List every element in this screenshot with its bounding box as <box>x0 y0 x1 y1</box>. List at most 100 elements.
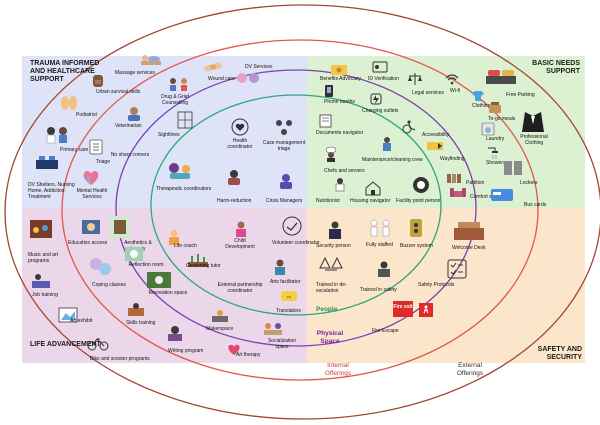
chef-icon <box>325 146 337 162</box>
life-coach-icon <box>169 229 179 245</box>
label-mental: Mental Health Services <box>76 188 108 200</box>
label-podiatrist: Podiatrist <box>76 112 97 118</box>
ring-label-people: People <box>316 306 338 313</box>
phone-booth-icon <box>325 85 333 97</box>
benefits-icon <box>331 65 347 75</box>
label-wayfinding: Wayfinding <box>440 156 465 162</box>
volunteer-icon <box>282 216 302 236</box>
label-sightlines: Sightlines <box>158 132 180 138</box>
label-massage: Massage services <box>115 70 156 76</box>
label-access: Accessibility <box>422 132 450 138</box>
nutrition-icon <box>335 178 345 192</box>
label-charging: Charging outlets <box>362 108 399 114</box>
suit-icon <box>522 112 544 132</box>
mental-health-icon <box>83 171 99 185</box>
massage-icon <box>141 55 161 65</box>
gardening-icon <box>188 254 208 267</box>
protocols-icon <box>447 259 467 279</box>
title-basic-needs: BASIC NEEDS SUPPORT <box>532 60 580 75</box>
security-person-icon <box>329 221 341 239</box>
wifi-icon <box>445 74 459 85</box>
translators-icon: ••• <box>281 291 297 301</box>
aesthetics-icon <box>110 216 130 238</box>
label-job: Job training <box>32 292 58 298</box>
recreation-icon <box>147 272 171 288</box>
socialization-icon <box>264 323 282 335</box>
label-coping: Coping classes <box>92 282 126 288</box>
label-buzzer: Buzzer system <box>400 243 433 249</box>
clothing-icon <box>472 91 484 101</box>
ring-label-physical-space: Physical Space <box>316 330 344 345</box>
title-safety: SAFETY AND SECURITY <box>537 346 582 361</box>
label-prof-cloth: Professional Clothing <box>520 134 548 146</box>
buzzer-icon <box>410 219 422 237</box>
parking-icon <box>486 70 516 84</box>
label-recreation: Recreation space <box>148 290 188 296</box>
partition-icon <box>447 174 461 183</box>
label-housing: Housing navigator <box>350 198 391 204</box>
label-vet: Veterinarian <box>115 123 142 129</box>
label-clothing: Clothing <box>472 103 491 109</box>
makerspace-icon <box>212 310 228 322</box>
job-training-icon <box>32 274 50 288</box>
backpack-icon <box>93 75 103 87</box>
label-translators: Translators <box>276 308 301 314</box>
health-coordinator-icon <box>231 118 249 136</box>
laundry-icon <box>481 122 495 136</box>
label-wifi: Wi-fi <box>450 88 460 94</box>
label-primary: Primary care <box>60 147 89 153</box>
togo-meal-icon <box>489 102 501 113</box>
feet-icon <box>61 96 77 110</box>
bus-card-icon <box>491 189 513 201</box>
label-protocols: Safety Protocols <box>418 282 455 288</box>
fire-exit-sign-icon: Fire exit <box>393 301 413 317</box>
label-deesc: Trained in de-escalation <box>316 282 347 294</box>
primary-care-icon <box>46 127 67 144</box>
bandage-icon <box>204 62 222 72</box>
label-benefits: Benefits Advocacy <box>320 76 361 82</box>
facility-icon <box>413 177 429 193</box>
reflection-icon <box>125 247 143 261</box>
label-arts: Arts facilitator <box>270 279 301 285</box>
fire-escape-icon <box>419 303 433 317</box>
sightlines-icon <box>177 111 193 129</box>
skills-icon <box>128 303 144 316</box>
staffed-icon <box>370 219 390 237</box>
housing-icon <box>365 181 381 196</box>
label-lockers: Lockers <box>520 180 538 186</box>
label-music: Music and art programs <box>28 252 59 264</box>
label-phone: Phone booths <box>324 99 355 105</box>
writing-icon <box>168 326 182 341</box>
label-therapeutic: Therapeutic coordinators <box>156 186 212 192</box>
label-togo: To-go meals <box>488 116 516 122</box>
label-welcome: Welcome Desk <box>452 245 486 251</box>
shower-icon <box>488 147 498 159</box>
label-no-sharp: No sharp corners <box>110 152 150 158</box>
label-facility: Facility point person <box>396 198 441 204</box>
crisis-icon <box>280 174 292 189</box>
counselling-icon <box>170 78 187 91</box>
vet-icon <box>128 107 140 121</box>
label-volunteer: Volunteer coordinator <box>272 240 320 246</box>
id-card-icon <box>372 61 388 73</box>
harm-reduction-icon <box>228 170 240 185</box>
label-partition: Partition <box>466 180 485 186</box>
wheelchair-icon <box>402 120 416 134</box>
label-makerspace: Makerspace <box>206 326 234 332</box>
triage-icon <box>89 139 103 155</box>
cleaning-icon <box>383 137 391 151</box>
label-fire-exit: Fire Escape <box>372 328 399 334</box>
label-ext-partner: External partnership coordinator <box>217 282 263 294</box>
label-writing: Writing program <box>168 348 204 354</box>
label-dv: DV Services <box>245 64 273 70</box>
label-bike: Bike and scooter programs <box>90 356 150 362</box>
welcome-desk-icon <box>454 222 484 240</box>
fire-exit-text: Fire exit <box>393 304 413 310</box>
label-shelters: DV Shelters, Nursing Home, Addiction Tre… <box>28 182 75 200</box>
label-comfort: Comfort seating <box>470 194 506 200</box>
label-parking: Free Parking <box>506 92 535 98</box>
label-chefs: Chefs and servers <box>324 168 365 174</box>
locker-icon <box>504 161 522 175</box>
label-art-exhibit: Art exhibit <box>70 318 93 324</box>
shelter-icon <box>36 156 58 169</box>
